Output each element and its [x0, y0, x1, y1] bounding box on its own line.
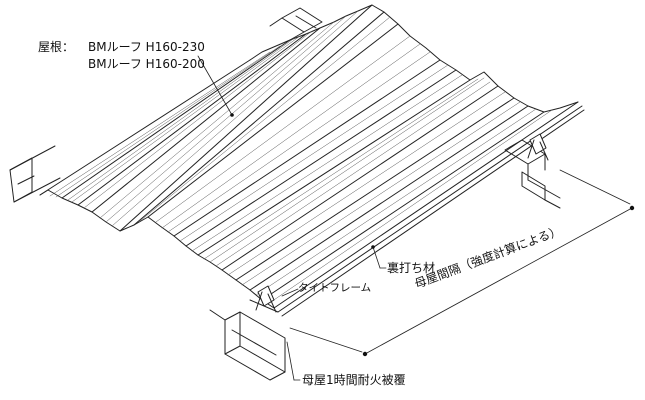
roof-deck	[39, 4, 579, 309]
backing-label: 裏打ち材	[387, 261, 436, 275]
tight-frame-back	[527, 133, 549, 161]
roof-model-1: BMルーフ H160-230	[88, 40, 205, 54]
dimension-ends	[230, 113, 635, 357]
purlin-fireproof-label: 母屋1時間耐火被覆	[302, 373, 406, 387]
roof-striations	[49, 10, 553, 305]
roof-model-2: BMルーフ H160-200	[88, 57, 205, 71]
purlin-front	[209, 139, 561, 381]
leaders	[197, 55, 633, 381]
tight-frame-label: タイトフレーム	[298, 282, 372, 294]
roof-label-prefix: 屋根：	[38, 40, 75, 54]
tight-frame-front	[255, 285, 277, 313]
purlin-back	[9, 7, 323, 203]
